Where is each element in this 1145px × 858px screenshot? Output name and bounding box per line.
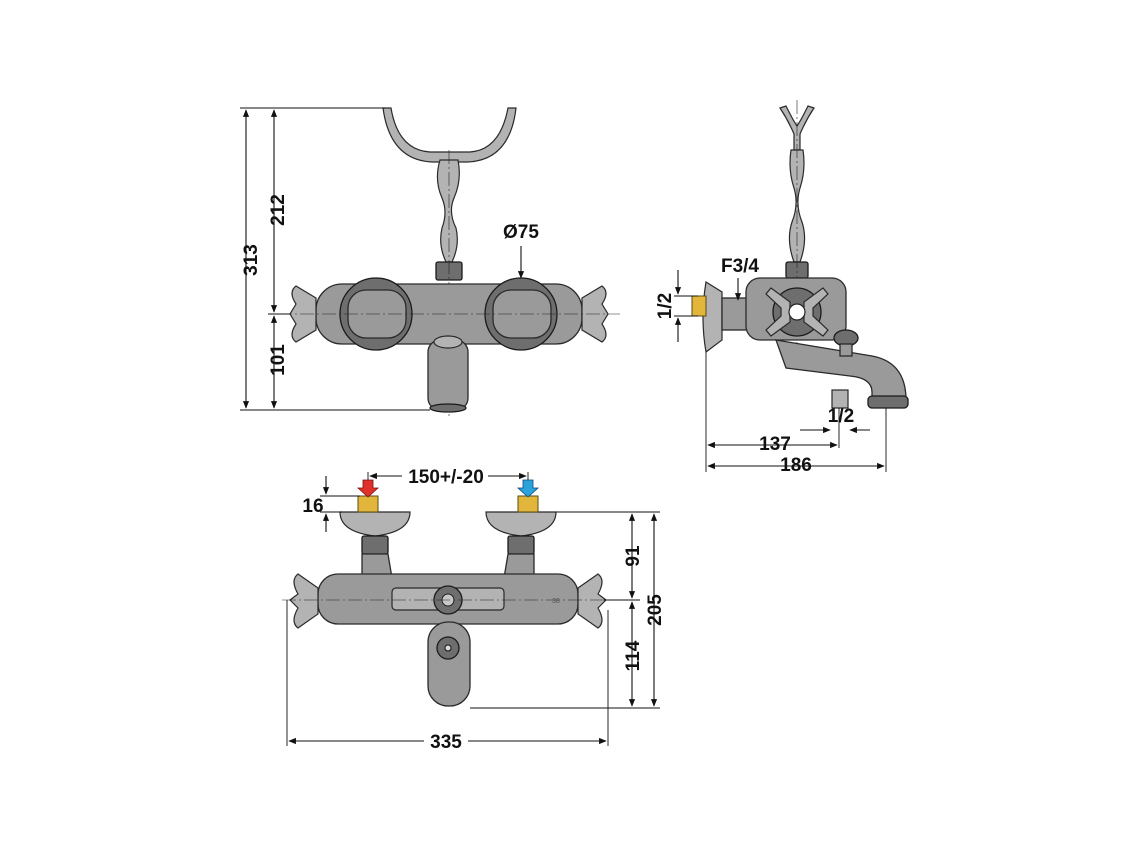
- hot-inlet-nut: [361, 535, 389, 555]
- side-handle-center: [788, 303, 806, 321]
- side-diverter-stem: [839, 343, 853, 357]
- riser-stem: [436, 159, 460, 263]
- bottom-spout: [427, 621, 471, 707]
- side-view: 1/2 F3/4 137 186 1/2: [655, 100, 909, 476]
- hot-inlet-flange: [339, 511, 411, 537]
- dim-bottom-center-distance: 150+/-20: [408, 467, 484, 488]
- dim-handle-diameter: Ø75: [503, 222, 539, 243]
- spout: [427, 339, 469, 411]
- side-outlet-connector: [831, 389, 849, 409]
- bottom-right-cross-handle: [577, 573, 607, 629]
- dim-front-lower-height: 101: [268, 344, 289, 376]
- cold-inlet-nut: [507, 535, 535, 555]
- dim-side-inlet-thread: 1/2: [655, 293, 676, 319]
- dim-bottom-lower-offset: 114: [623, 640, 644, 671]
- dim-front-total-height: 313: [241, 244, 262, 276]
- side-inlet-connector: [691, 295, 707, 317]
- dim-bottom-upper-offset: 91: [623, 545, 644, 567]
- cold-inlet-flange: [485, 511, 557, 537]
- dim-side-depth-total: 186: [780, 455, 812, 476]
- front-view: 313 212 101 Ø75: [240, 107, 620, 416]
- bottom-diverter-center: [444, 644, 452, 652]
- diverter-knob: [433, 335, 463, 349]
- dim-side-wall-thread: F3/4: [721, 256, 759, 277]
- bottom-view: 38 150+/-20 16 91 114 205 335: [282, 466, 666, 753]
- dim-side-depth-outlet: 137: [759, 434, 791, 455]
- bottom-left-cross-handle: [289, 573, 319, 629]
- dim-bottom-total-height: 205: [645, 594, 666, 626]
- body-marking: 38: [552, 598, 560, 605]
- shower-cradle: [382, 107, 517, 163]
- side-spout-outlet: [867, 395, 909, 409]
- dim-bottom-inlet-length: 16: [302, 496, 323, 517]
- dim-bottom-total-width: 335: [430, 732, 462, 753]
- hot-inlet-connector: [357, 495, 379, 513]
- spout-outlet: [429, 403, 467, 413]
- cold-inlet-connector: [517, 495, 539, 513]
- hot-water-arrow: [356, 479, 380, 498]
- dim-side-outlet-thread: 1/2: [828, 406, 854, 427]
- cold-water-arrow: [516, 479, 540, 498]
- wall-flange: [702, 281, 723, 354]
- dim-front-upper-height: 212: [268, 194, 289, 226]
